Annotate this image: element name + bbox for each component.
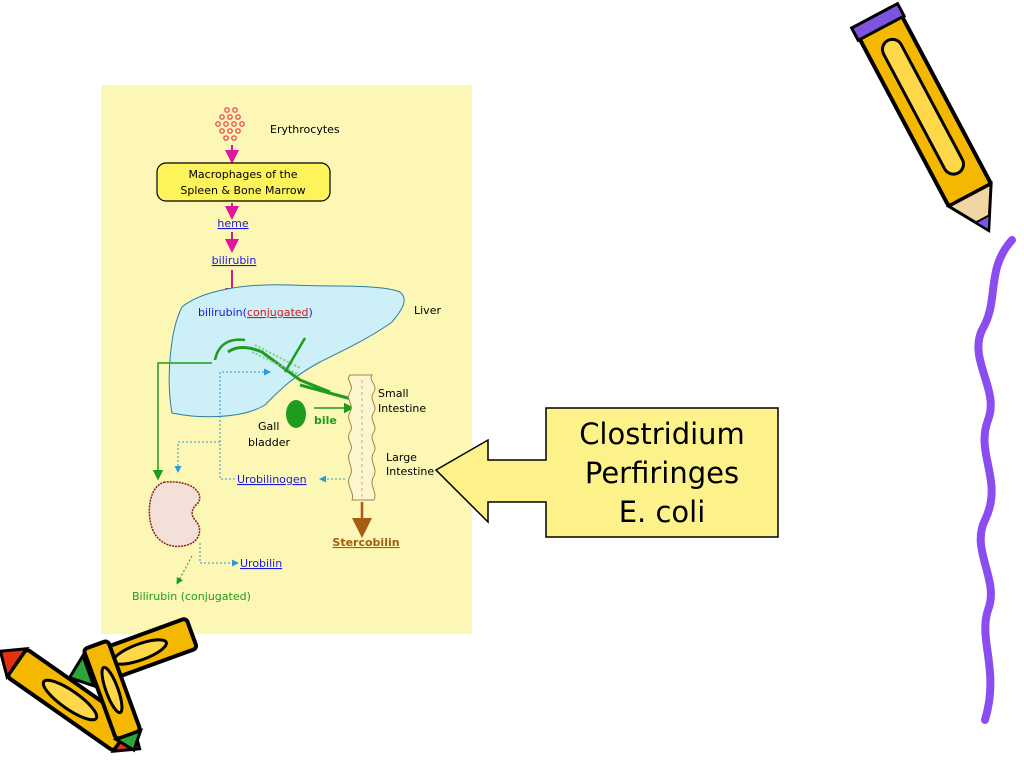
arrow-to-bilirubin-conjugated bbox=[176, 555, 193, 585]
bilirubin-conjugated-label: Bilirubin (conjugated) bbox=[132, 590, 251, 603]
liver-bilirubin-label: bilirubin(conjugated) bbox=[198, 306, 313, 319]
bilirubin-label: bilirubin bbox=[212, 254, 257, 267]
gallbladder-icon bbox=[286, 400, 306, 428]
large-intestine-label-2: Intestine bbox=[386, 465, 434, 478]
common-bile-duct bbox=[299, 383, 356, 402]
callout-arrow-box bbox=[434, 407, 779, 538]
macrophages-label-line2: Spleen & Bone Marrow bbox=[180, 184, 305, 197]
bile-duct-right bbox=[283, 337, 307, 373]
bile-duct-dotted bbox=[251, 344, 301, 375]
callout: Clostridium Perfiringes E. coli bbox=[434, 407, 779, 538]
liver-label: Liver bbox=[414, 304, 441, 317]
gall-label-1: Gall bbox=[258, 420, 279, 433]
erythrocytes-icon bbox=[215, 107, 245, 141]
bilirubin-metabolism-diagram: Erythrocytes Macrophages of the Spleen &… bbox=[101, 85, 472, 634]
urobilinogen-label: Urobilinogen bbox=[237, 473, 307, 486]
bile-duct-main bbox=[227, 346, 331, 394]
pencil-icon bbox=[849, 1, 993, 233]
arrow-to-urobilin bbox=[199, 543, 239, 567]
arrow-to-kidney-green bbox=[152, 362, 212, 481]
callout-line1: Clostridium bbox=[579, 417, 745, 451]
stercobilin-label: Stercobilin bbox=[332, 536, 399, 549]
intestine-icon bbox=[348, 374, 376, 501]
enterohepatic-return bbox=[219, 368, 271, 480]
bile-label: bile bbox=[314, 414, 337, 427]
heme-label: heme bbox=[217, 217, 248, 230]
bile-duct-branch bbox=[213, 338, 246, 361]
small-intestine-label-1: Small bbox=[378, 387, 409, 400]
urobilin-label: Urobilin bbox=[240, 557, 282, 570]
kidney-icon bbox=[148, 481, 201, 548]
liver-shape bbox=[168, 284, 405, 418]
callout-line2: Perfiringes bbox=[585, 456, 739, 490]
macrophages-box bbox=[156, 162, 331, 202]
macrophages-label-line1: Macrophages of the bbox=[188, 168, 297, 181]
large-intestine-label-1: Large bbox=[386, 451, 417, 464]
squiggle-decoration bbox=[974, 236, 1016, 724]
crayon-icon-yellow bbox=[82, 639, 144, 753]
erythrocytes-label: Erythrocytes bbox=[270, 123, 340, 136]
small-intestine-label-2: Intestine bbox=[378, 402, 426, 415]
gall-label-2: bladder bbox=[248, 436, 291, 449]
callout-line3: E. coli bbox=[619, 495, 706, 529]
arrow-to-kidney-dotted bbox=[174, 441, 220, 473]
